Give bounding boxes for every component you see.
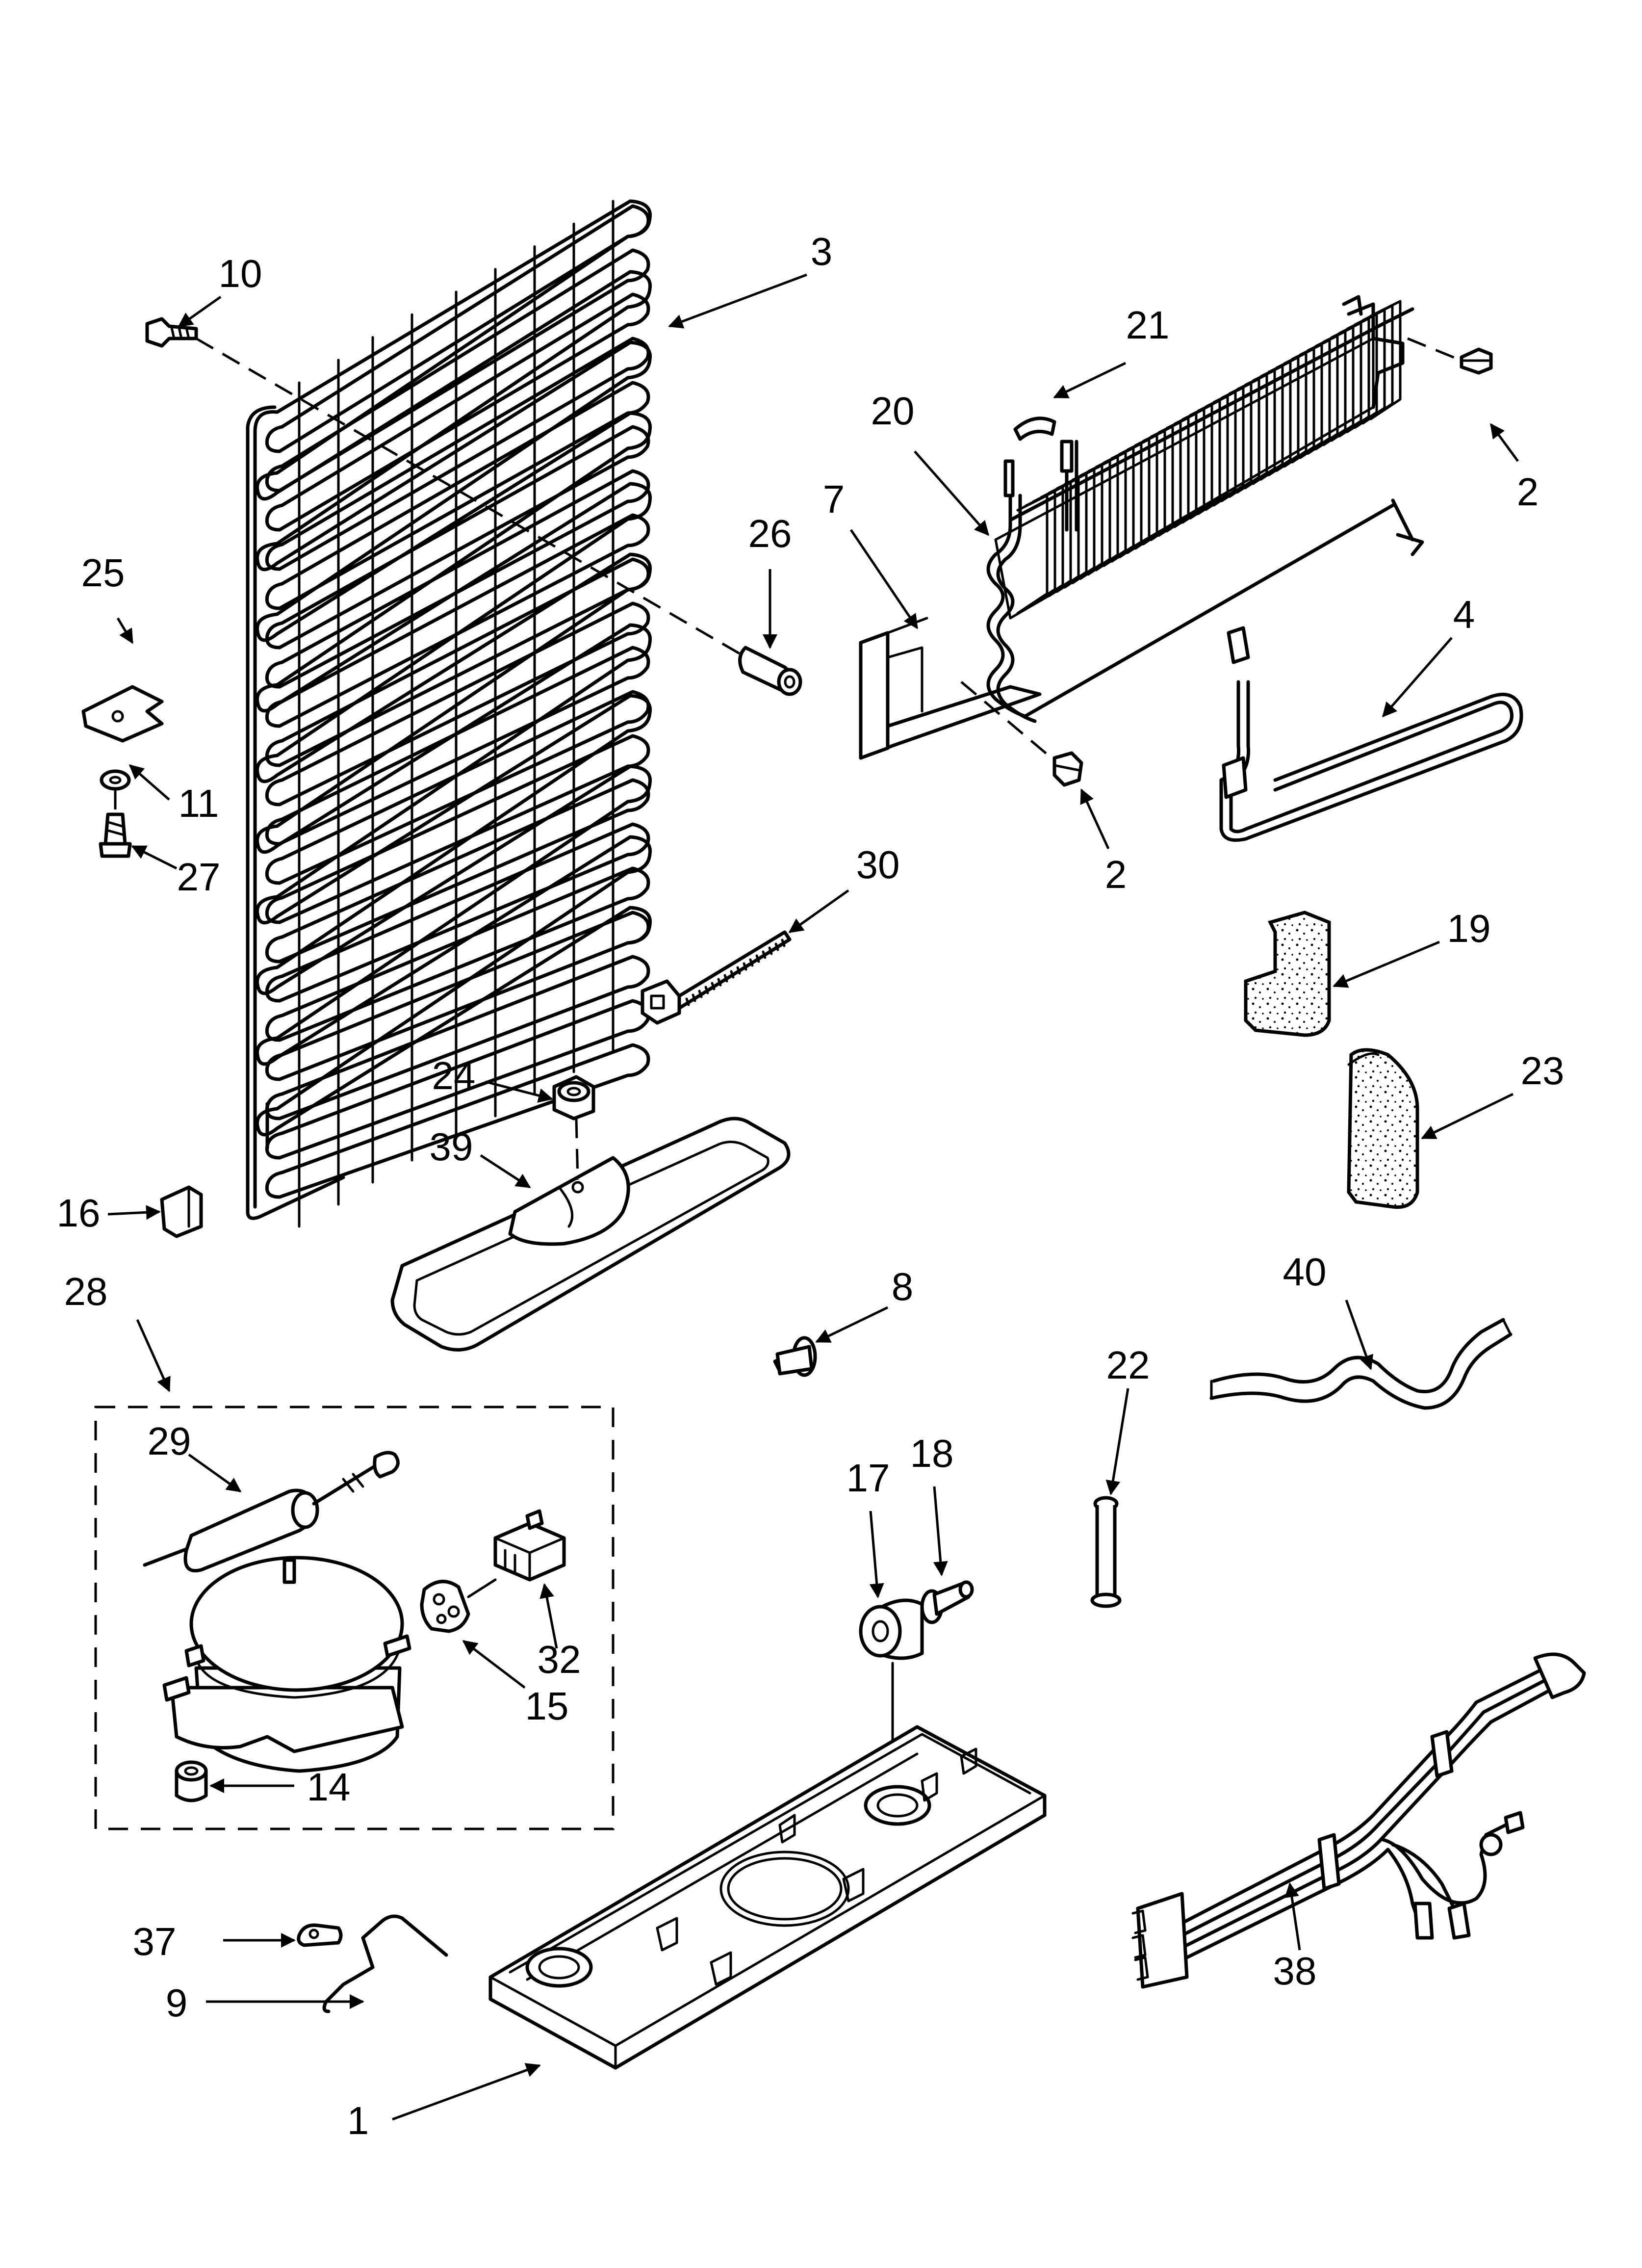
defrost-heater-4-icon (1219, 626, 1523, 842)
callout-37: 37 (133, 1920, 177, 1963)
callout-7: 7 (823, 477, 845, 521)
wire-9-icon (322, 1914, 448, 2013)
leader-lines (107, 273, 1519, 2121)
callout-2-lower: 2 (1105, 853, 1127, 896)
screw-2-upper-icon (1460, 347, 1493, 375)
washer-11-icon (100, 769, 131, 791)
callout-25: 25 (81, 551, 125, 595)
callout-29: 29 (148, 1419, 191, 1463)
nut-24-icon (552, 1075, 595, 1121)
callout-15: 15 (525, 1684, 569, 1728)
callout-26: 26 (748, 512, 792, 555)
wire-harness-38-icon (1131, 1652, 1586, 1989)
condenser-coil (246, 199, 652, 1228)
grommet-14-icon (175, 1760, 208, 1802)
callout-16: 16 (57, 1191, 101, 1235)
callout-18: 18 (910, 1432, 954, 1475)
callout-20: 20 (871, 389, 915, 433)
drain-pan-39-icon (390, 1117, 791, 1352)
screw-2-lower-icon (1052, 751, 1083, 787)
screw-27-icon (99, 812, 132, 858)
callout-3: 3 (811, 230, 833, 273)
callout-38: 38 (1273, 1949, 1317, 1993)
callout-4: 4 (1453, 593, 1475, 636)
cable-tie-30-icon (641, 930, 792, 1025)
pin-18-icon (920, 1580, 974, 1624)
drain-trough-7-icon (859, 617, 1042, 760)
compressor-icon (162, 1556, 411, 1773)
callout-39: 39 (430, 1125, 473, 1169)
callout-30: 30 (856, 843, 900, 886)
clip-37-icon (297, 1923, 343, 1947)
callout-11: 11 (178, 782, 219, 825)
callout-8: 8 (892, 1265, 914, 1308)
pin-22-icon (1090, 1496, 1122, 1608)
callout-2-upper: 2 (1517, 470, 1539, 514)
callout-24: 24 (432, 1054, 476, 1097)
compressor-assembly-box (94, 1406, 615, 1830)
callout-22: 22 (1106, 1343, 1150, 1387)
callout-21: 21 (1126, 303, 1170, 347)
callout-28: 28 (64, 1270, 108, 1313)
base-plate-1-icon (488, 1725, 1047, 2070)
evaporator-coil (994, 295, 1424, 718)
callout-labels: 1 2 2 3 4 7 8 9 10 11 14 15 16 17 18 19 … (57, 230, 1565, 2142)
roller-17-icon (859, 1598, 924, 1660)
callout-9: 9 (166, 1981, 188, 2025)
clip-21-icon (1013, 417, 1056, 441)
bracket-25-icon (81, 685, 164, 743)
spacer-26-icon (738, 646, 802, 696)
callout-14: 14 (307, 1765, 351, 1809)
callout-17: 17 (847, 1456, 890, 1500)
grommet-8-icon (773, 1336, 817, 1377)
screw-10-icon (145, 317, 198, 348)
callout-19: 19 (1447, 907, 1491, 950)
clip-16-icon (160, 1185, 203, 1238)
relay-cover-32-icon (493, 1509, 566, 1582)
foam-block-23-icon (1347, 1048, 1419, 1209)
relay-15-icon (420, 1580, 470, 1633)
callout-32: 32 (538, 1638, 581, 1681)
tubing-20-icon (986, 440, 1078, 723)
foam-block-19-icon (1244, 911, 1331, 1037)
callout-40: 40 (1283, 1250, 1327, 1294)
callout-10: 10 (219, 252, 262, 295)
callout-27: 27 (177, 855, 221, 899)
tube-40-icon (1209, 1318, 1513, 1410)
callout-1: 1 (347, 2099, 369, 2142)
overload-29-icon (143, 1451, 400, 1572)
callout-23: 23 (1521, 1049, 1565, 1093)
